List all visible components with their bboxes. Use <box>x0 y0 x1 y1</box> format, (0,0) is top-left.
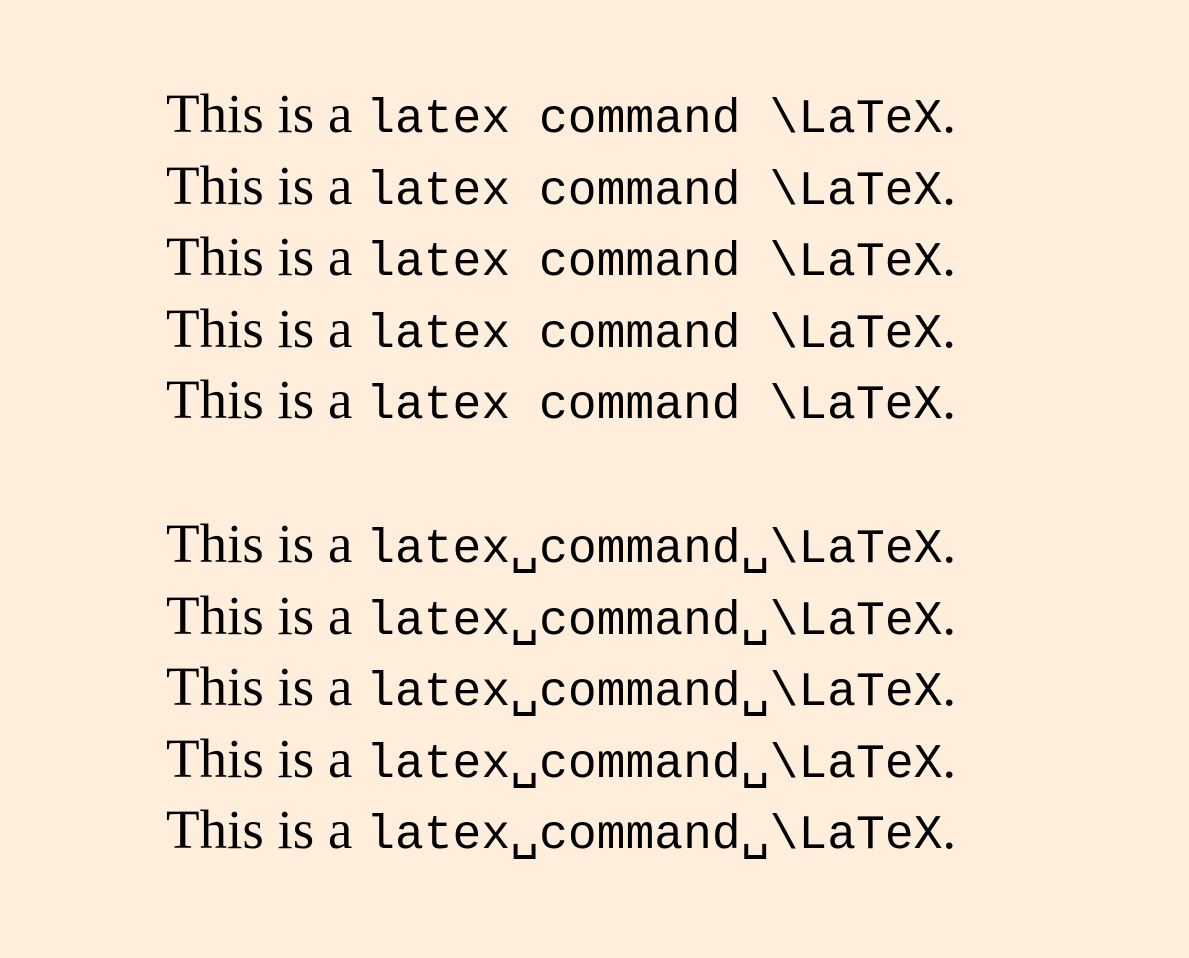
line-prefix: This is a <box>166 297 367 359</box>
line-suffix: . <box>942 513 957 574</box>
text-line: This is a latex command \LaTeX. <box>166 221 956 293</box>
line-prefix: This is a <box>166 369 367 431</box>
code-snippet: latex command \LaTeX <box>366 164 943 219</box>
line-suffix: . <box>942 799 957 861</box>
line-prefix: This is a <box>166 584 367 646</box>
code-snippet: latex␣command␣\LaTeX <box>366 594 943 649</box>
text-line: This is a latex␣command␣\LaTeX. <box>166 723 956 795</box>
text-line: This is a latex␣command␣\LaTeX. <box>166 794 956 866</box>
code-snippet: latex command \LaTeX <box>366 307 943 362</box>
line-prefix: This is a <box>166 226 367 288</box>
line-prefix: This is a <box>166 83 367 144</box>
line-suffix: . <box>942 369 956 431</box>
line-suffix: . <box>942 297 956 359</box>
line-suffix: . <box>942 584 957 646</box>
code-snippet: latex␣command␣\LaTeX <box>366 809 943 864</box>
line-prefix: This is a <box>166 799 367 861</box>
text-line: This is a latex␣command␣\LaTeX. <box>166 508 956 580</box>
line-suffix: . <box>942 727 957 789</box>
code-snippet: latex␣command␣\LaTeX <box>366 737 943 792</box>
line-suffix: . <box>942 154 956 216</box>
line-suffix: . <box>942 656 957 718</box>
code-snippet: latex␣command␣\LaTeX <box>366 523 943 577</box>
text-line: This is a latex command \LaTeX. <box>166 293 956 365</box>
code-snippet: latex command \LaTeX <box>366 93 943 147</box>
text-line: This is a latex command \LaTeX. <box>166 364 956 436</box>
text-line: This is a latex command \LaTeX. <box>166 78 956 150</box>
line-prefix: This is a <box>166 513 367 574</box>
code-snippet: latex command \LaTeX <box>366 236 943 291</box>
line-prefix: This is a <box>166 727 367 789</box>
text-line: This is a latex␣command␣\LaTeX. <box>166 651 956 723</box>
line-suffix: . <box>942 83 956 144</box>
line-prefix: This is a <box>166 656 367 718</box>
text-block-plain-spaces: This is a latex command \LaTeX. This is … <box>166 78 956 436</box>
line-suffix: . <box>942 226 956 288</box>
text-line: This is a latex␣command␣\LaTeX. <box>166 580 956 652</box>
code-snippet: latex␣command␣\LaTeX <box>366 666 943 721</box>
text-block-visible-spaces: This is a latex␣command␣\LaTeX. This is … <box>166 508 956 866</box>
code-snippet: latex command \LaTeX <box>366 379 943 434</box>
text-line: This is a latex command \LaTeX. <box>166 150 956 222</box>
line-prefix: This is a <box>166 154 367 216</box>
